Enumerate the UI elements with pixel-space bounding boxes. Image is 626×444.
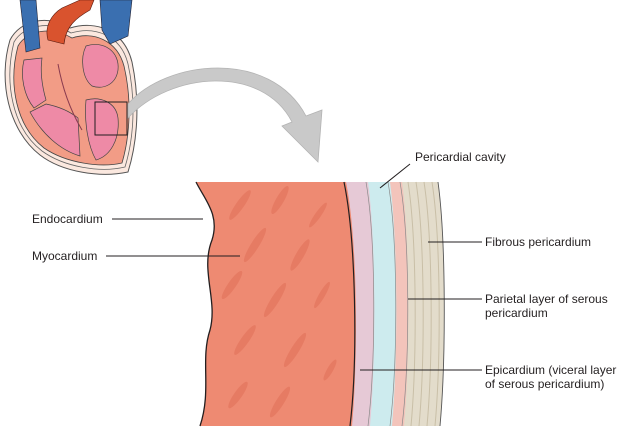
right-atrium: [22, 57, 47, 109]
epicardium-boundary: [343, 181, 356, 427]
myo-fiber: [243, 227, 267, 263]
myo-fiber: [283, 332, 307, 368]
myo-fiber: [323, 359, 337, 381]
fibrous-pericardium-layer: [400, 182, 445, 426]
vena-cava: [19, 0, 41, 53]
heart-illustration: [4, 0, 138, 175]
myo-fiber: [234, 325, 256, 355]
myo-fiber: [314, 281, 330, 309]
left-atrium: [82, 44, 119, 88]
myo-fiber: [309, 202, 327, 228]
myo-fiber: [263, 282, 287, 318]
myo-fiber: [228, 381, 248, 409]
leader-pericardial-cavity: [379, 163, 411, 189]
fibrous-fiber-1: [407, 181, 416, 427]
fibrous-outer-boundary: [437, 181, 445, 427]
myo-fiber: [271, 186, 289, 214]
label-parietal-line1: Parietal layer of serous: [485, 292, 608, 306]
heart-wall-section: [195, 181, 445, 427]
zoom-box: [94, 101, 128, 136]
myocardium-fibers: [221, 186, 337, 418]
heart-pericardium-line: [9, 25, 134, 170]
label-myocardium: Myocardium: [32, 249, 98, 263]
myo-fiber: [290, 239, 310, 271]
fibrous-fiber-3: [423, 181, 432, 427]
myo-fiber: [269, 386, 291, 418]
label-parietal-line2: pericardium: [485, 306, 548, 320]
label-epicardium-line2: of serous pericardium): [485, 377, 605, 391]
label-epicardium-line1: Epicardium (viceral layer: [485, 363, 617, 377]
fibrous-fiber-2: [415, 181, 424, 427]
myo-fiber: [221, 270, 243, 300]
label-fibrous-pericardium: Fibrous pericardium: [485, 235, 592, 249]
cavity-outer-boundary: [387, 181, 397, 427]
leader-lines: [106, 163, 482, 371]
label-endocardium: Endocardium: [32, 212, 103, 226]
pulmonary-vessel: [99, 0, 133, 45]
cavity-inner-boundary: [365, 181, 375, 427]
heart-septum: [57, 63, 83, 131]
aorta: [46, 0, 95, 45]
endocardium-edge: [195, 181, 215, 427]
label-pericardial-cavity: Pericardial cavity: [415, 150, 506, 164]
parietal-outer-boundary: [399, 181, 409, 427]
right-ventricle: [29, 103, 81, 157]
myo-fiber: [229, 190, 251, 220]
pericardial-cavity-layer: [366, 182, 397, 426]
fibrous-fiber-4: [431, 181, 440, 427]
zoom-arrow-icon: [127, 67, 323, 163]
